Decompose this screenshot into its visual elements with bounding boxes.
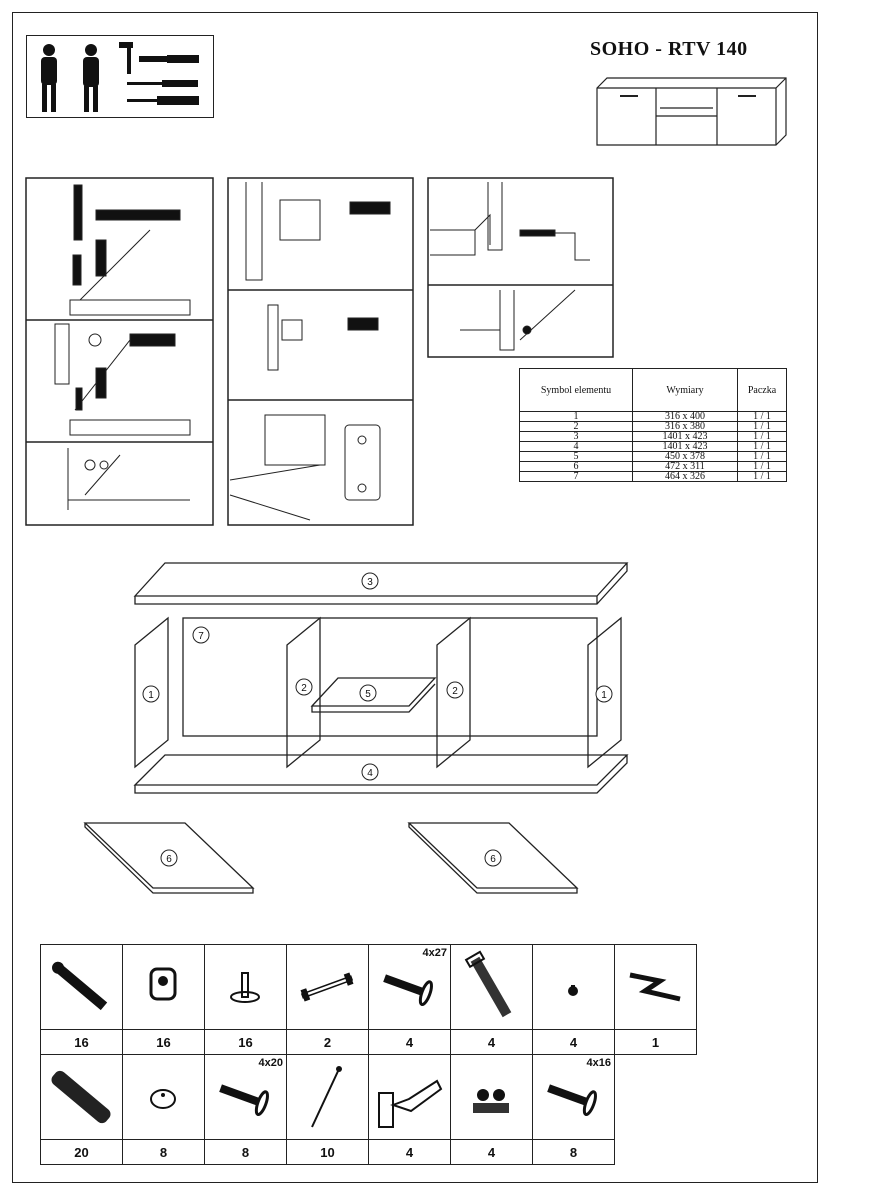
cell: 450 x 378 bbox=[632, 451, 738, 462]
cell: 6 bbox=[519, 461, 633, 472]
cam-bolt-icon bbox=[52, 961, 108, 1011]
cell: 5 bbox=[519, 451, 633, 462]
hardware-item bbox=[286, 944, 369, 1030]
hardware-count: 8 bbox=[122, 1139, 205, 1165]
page-frame bbox=[12, 12, 818, 1183]
cap-icon bbox=[150, 1089, 176, 1109]
cell: 464 x 326 bbox=[632, 471, 738, 482]
hinge-plate-icon bbox=[473, 1089, 509, 1113]
hardware-item bbox=[204, 944, 287, 1030]
cell: 1 / 1 bbox=[737, 421, 787, 432]
cell: 1 / 1 bbox=[737, 451, 787, 462]
hardware-item bbox=[450, 1054, 533, 1140]
header-symbol: Symbol elementu bbox=[519, 368, 633, 412]
cell: 1401 x 423 bbox=[632, 431, 738, 442]
hardware-item bbox=[368, 1054, 451, 1140]
cell: 1 / 1 bbox=[737, 441, 787, 452]
cell: 1 / 1 bbox=[737, 411, 787, 422]
tools-box bbox=[26, 35, 214, 118]
cell: 4 bbox=[519, 441, 633, 452]
hardware-count: 16 bbox=[40, 1029, 123, 1055]
hinge-icon bbox=[378, 1079, 443, 1128]
cell: 1 / 1 bbox=[737, 471, 787, 482]
screw-icon bbox=[219, 1084, 269, 1117]
empty-cell bbox=[615, 1140, 697, 1165]
hardware-count: 8 bbox=[204, 1139, 287, 1165]
cell: 2 bbox=[519, 421, 633, 432]
hardware-item bbox=[40, 1054, 123, 1140]
hardware-item bbox=[286, 1054, 369, 1140]
hardware-item: 4x20 bbox=[204, 1054, 287, 1140]
screw-icon bbox=[383, 974, 433, 1007]
people-and-tools-icon bbox=[41, 42, 199, 112]
hardware-count: 16 bbox=[204, 1029, 287, 1055]
hardware-item: 4x27 bbox=[368, 944, 451, 1030]
hardware-count: 4 bbox=[532, 1029, 615, 1055]
hardware-item bbox=[614, 944, 697, 1030]
hardware-size: 4x27 bbox=[422, 947, 447, 959]
hardware-count: 4 bbox=[450, 1029, 533, 1055]
hardware-item bbox=[122, 944, 205, 1030]
dowel-icon bbox=[51, 1070, 111, 1124]
handle-icon bbox=[300, 972, 354, 1002]
cell: 3 bbox=[519, 431, 633, 442]
long-screw-icon bbox=[464, 950, 512, 1018]
hardware-item bbox=[450, 944, 533, 1030]
hardware-item bbox=[532, 944, 615, 1030]
cell: 1 bbox=[519, 411, 633, 422]
cell: 1 / 1 bbox=[737, 461, 787, 472]
cell: 316 x 400 bbox=[632, 411, 738, 422]
header-dimensions: Wymiary bbox=[632, 368, 738, 412]
hardware-item bbox=[122, 1054, 205, 1140]
nail-icon bbox=[311, 1066, 342, 1128]
header-package: Paczka bbox=[737, 368, 787, 412]
hardware-item: 4x16 bbox=[532, 1054, 615, 1140]
hardware-count: 16 bbox=[122, 1029, 205, 1055]
hardware-count: 20 bbox=[40, 1139, 123, 1165]
hardware-count: 4 bbox=[368, 1029, 451, 1055]
cell: 7 bbox=[519, 471, 633, 482]
product-title: SOHO - RTV 140 bbox=[590, 38, 748, 60]
glide-icon bbox=[568, 985, 578, 996]
hardware-size: 4x16 bbox=[586, 1057, 611, 1069]
hardware-item bbox=[40, 944, 123, 1030]
screw-icon bbox=[547, 1084, 597, 1117]
empty-cell bbox=[615, 1055, 697, 1140]
hardware-count: 8 bbox=[532, 1139, 615, 1165]
hardware-count: 4 bbox=[368, 1139, 451, 1165]
hardware-count: 4 bbox=[450, 1139, 533, 1165]
shelf-pin-icon bbox=[230, 972, 260, 1003]
hardware-count: 2 bbox=[286, 1029, 369, 1055]
hardware-count: 10 bbox=[286, 1139, 369, 1165]
cell: 1401 x 423 bbox=[632, 441, 738, 452]
hardware-size: 4x20 bbox=[258, 1057, 283, 1069]
hardware-count: 1 bbox=[614, 1029, 697, 1055]
cam-lock-icon bbox=[149, 967, 177, 1001]
cell: 316 x 380 bbox=[632, 421, 738, 432]
allen-key-icon bbox=[629, 972, 681, 1002]
cell: 1 / 1 bbox=[737, 431, 787, 442]
cell: 472 x 311 bbox=[632, 461, 738, 472]
